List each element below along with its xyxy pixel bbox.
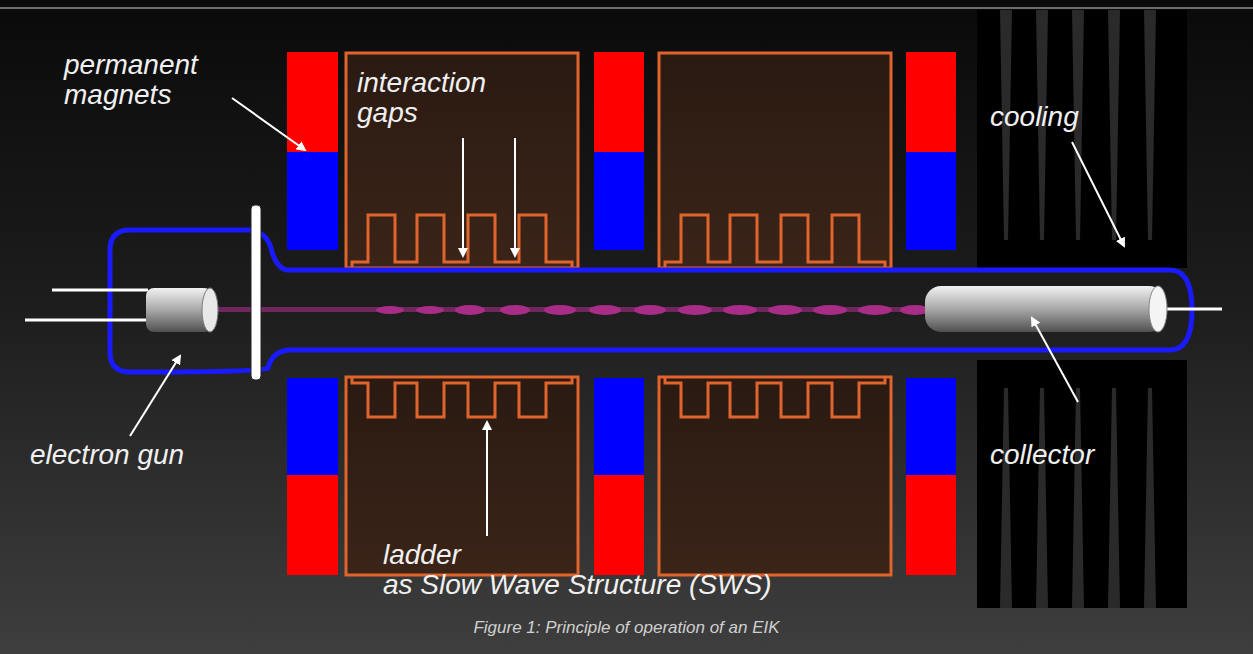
- label-sws: as Slow Wave Structure (SWS): [383, 570, 903, 600]
- electron-beam: [210, 305, 930, 315]
- label-electron-gun: electron gun: [30, 440, 290, 470]
- label-ladder: ladder: [383, 540, 583, 570]
- electron-gun: [146, 288, 218, 332]
- anode-plate: [251, 205, 261, 380]
- leader-arrow: [130, 98, 1124, 536]
- collector: [925, 286, 1167, 332]
- permanent-magnet: [287, 52, 956, 575]
- label-interaction-gaps: interaction gaps: [357, 68, 537, 128]
- figure-caption: Figure 1: Principle of operation of an E…: [0, 618, 1253, 638]
- cavity: [346, 53, 891, 575]
- vacuum-envelope: [110, 230, 1192, 372]
- top-rule: [0, 8, 1253, 9]
- label-permanent-magnets: permanent magnets: [64, 50, 234, 110]
- label-cooling: cooling: [990, 102, 1190, 132]
- label-collector: collector: [990, 440, 1190, 470]
